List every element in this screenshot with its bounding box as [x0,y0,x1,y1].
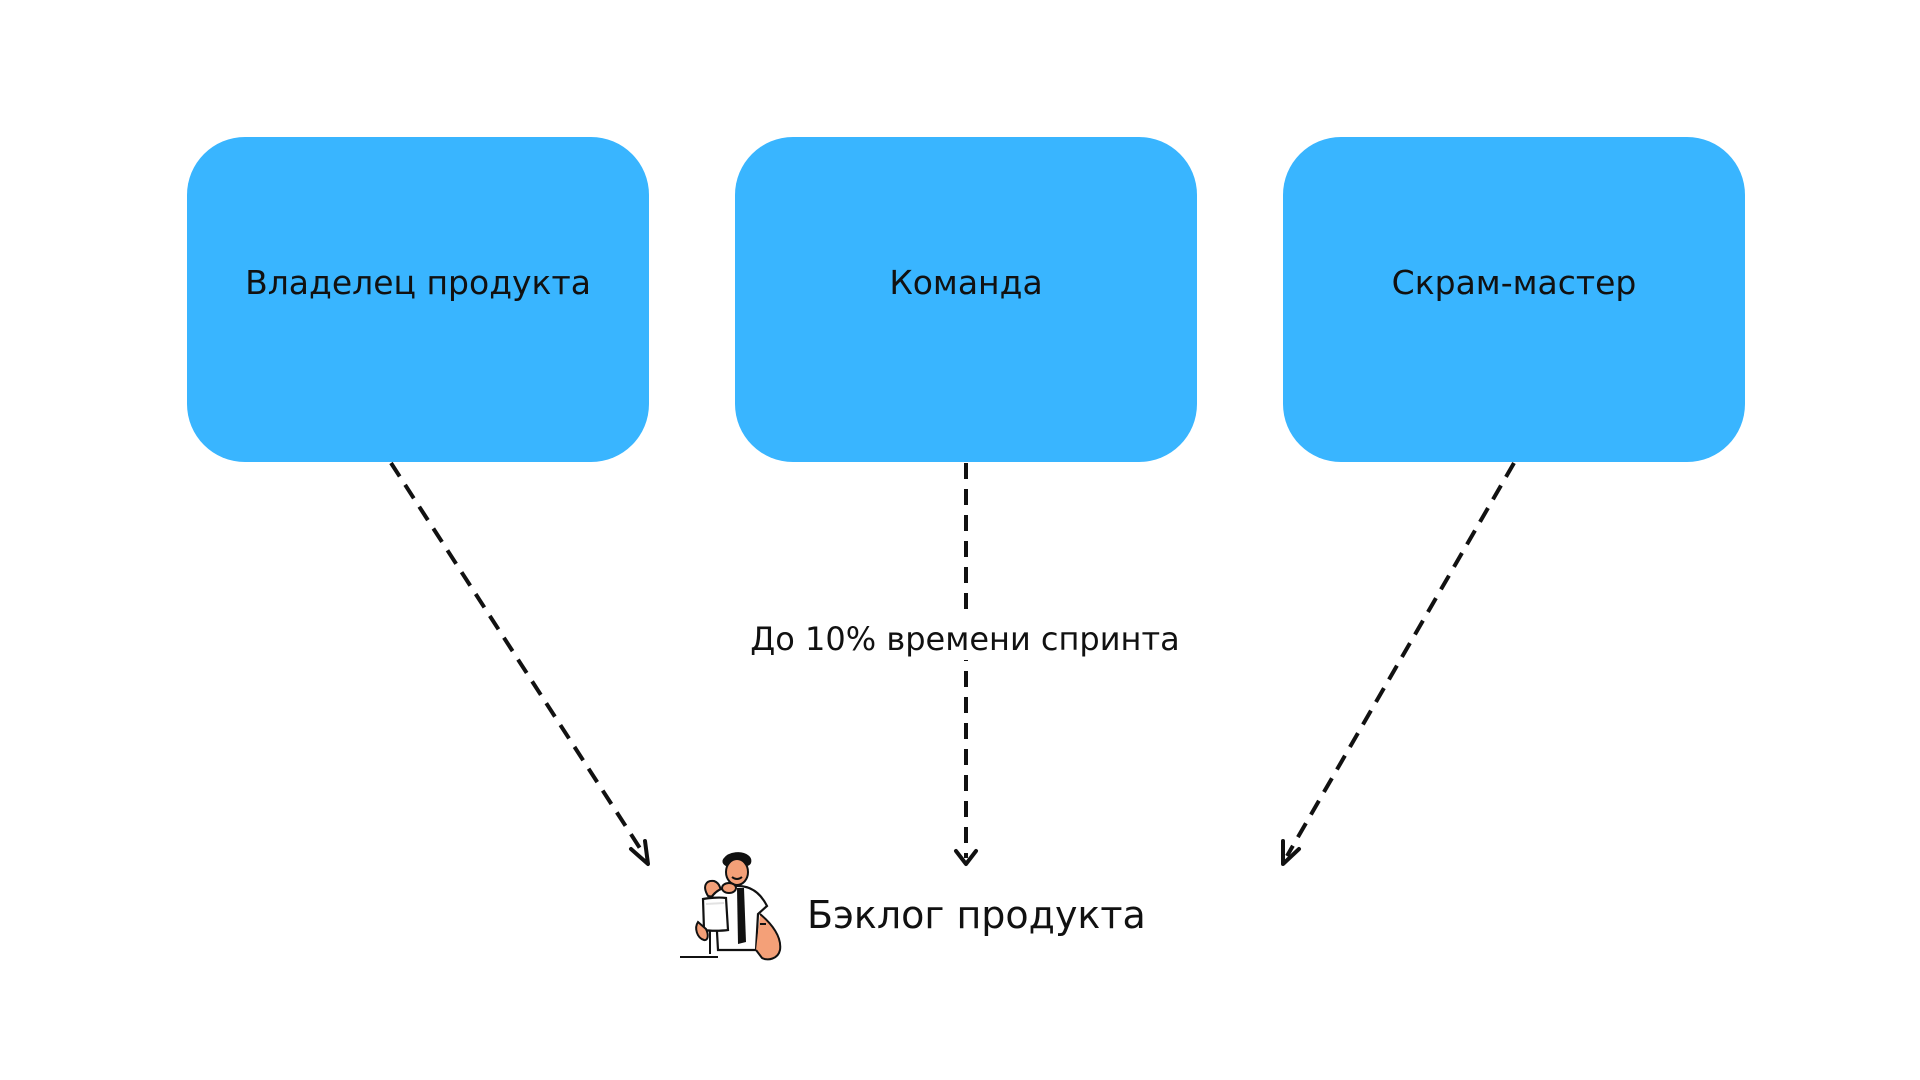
product-backlog-label: Бэклог продукта [807,893,1146,937]
arrowhead-master-icon [1281,839,1301,866]
role-box-scrum-master: Скрам-мастер [1283,137,1745,462]
role-label-team: Команда [889,263,1043,302]
person-holding-document-icon [676,850,792,972]
role-label-scrum-master: Скрам-мастер [1391,263,1637,302]
sprint-time-note: До 10% времени спринта [740,618,1190,660]
role-box-product-owner: Владелец продукта [187,137,649,462]
arrowhead-owner-icon [629,839,650,866]
role-label-product-owner: Владелец продукта [245,263,591,302]
role-box-team: Команда [735,137,1197,462]
connector-owner-to-backlog [389,461,647,858]
arrowhead-team-icon [954,849,978,866]
connector-master-to-backlog [1285,461,1516,858]
